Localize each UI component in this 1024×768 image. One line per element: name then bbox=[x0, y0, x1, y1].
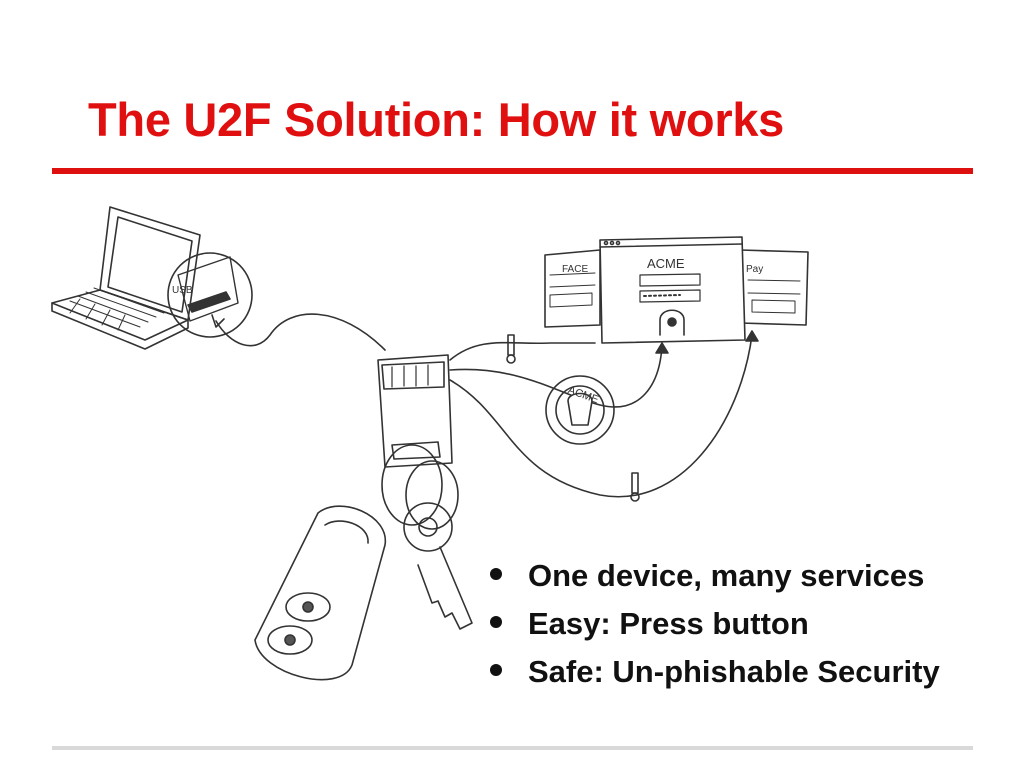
right-service-label: Pay bbox=[746, 264, 763, 275]
acme-service-window: ACME bbox=[599, 236, 746, 344]
car-remote-icon bbox=[254, 505, 386, 681]
usb-port-zoom: USB bbox=[167, 252, 253, 338]
acme-token-icon: ACME bbox=[545, 375, 615, 445]
security-key-icon bbox=[377, 354, 459, 530]
plug-icon bbox=[630, 472, 640, 502]
bullet-dot bbox=[490, 616, 502, 628]
bullet-item: Easy: Press button bbox=[486, 600, 940, 648]
bullet-text: Safe: Un-phishable Security bbox=[528, 654, 940, 689]
house-key-icon bbox=[403, 502, 473, 630]
bullet-list: One device, many services Easy: Press bu… bbox=[486, 552, 940, 696]
left-service-window: FACE bbox=[544, 249, 601, 328]
footer-rule bbox=[52, 746, 973, 750]
right-service-window: Pay bbox=[739, 249, 809, 326]
acme-site-label: ACME bbox=[647, 256, 685, 271]
bullet-text: One device, many services bbox=[528, 558, 925, 593]
plug-icon bbox=[506, 334, 516, 364]
bullet-dot bbox=[490, 664, 502, 676]
usb-label: USB bbox=[172, 285, 193, 296]
bullet-item: Safe: Un-phishable Security bbox=[486, 648, 940, 696]
bullet-text: Easy: Press button bbox=[528, 606, 809, 641]
bullet-dot bbox=[490, 568, 502, 580]
slide-title: The U2F Solution: How it works bbox=[88, 93, 785, 146]
left-service-label: FACE bbox=[562, 264, 588, 275]
laptop-icon bbox=[51, 206, 201, 350]
bullet-item: One device, many services bbox=[486, 552, 940, 600]
title-underline bbox=[52, 168, 973, 174]
u2f-illustration: USB bbox=[51, 206, 809, 681]
